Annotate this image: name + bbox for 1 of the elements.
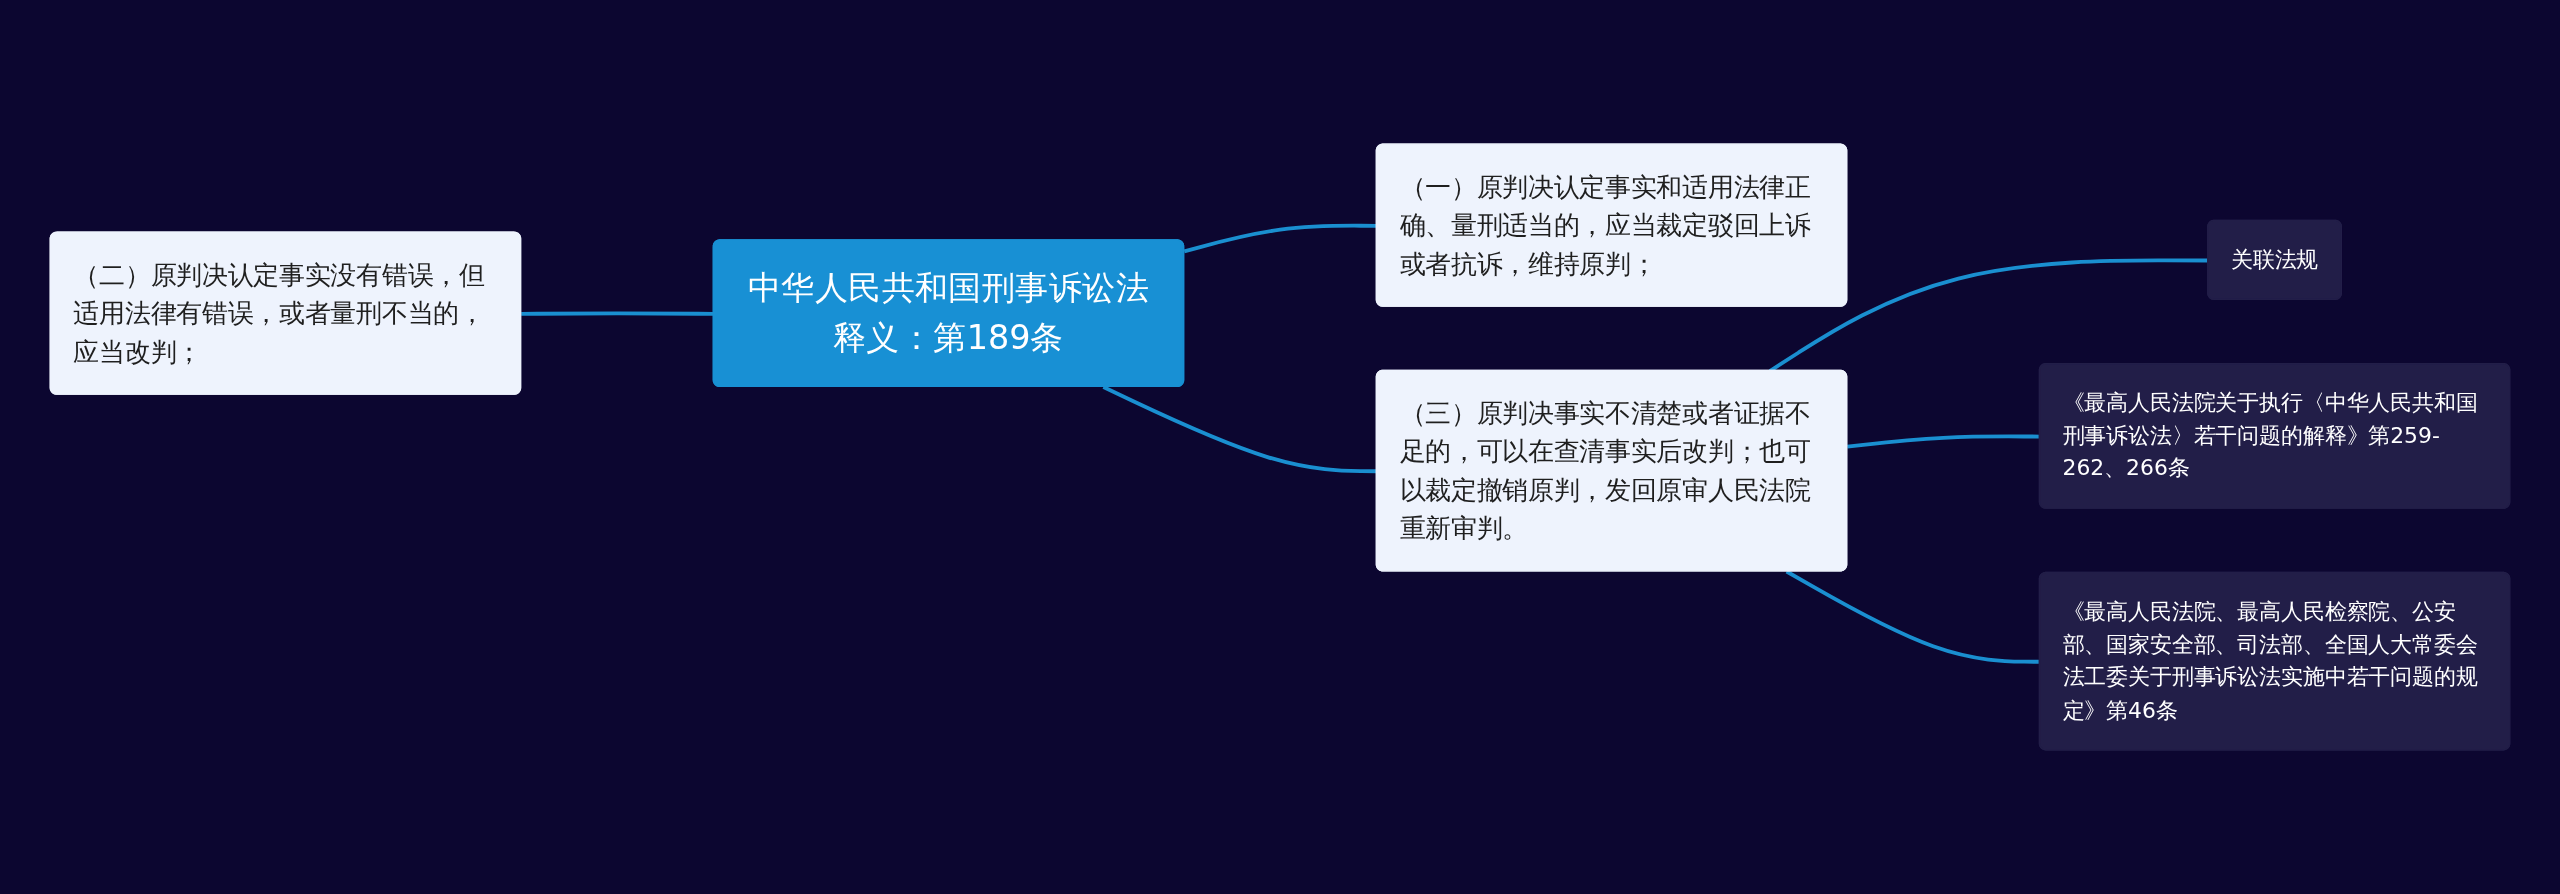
connector [521,311,714,316]
